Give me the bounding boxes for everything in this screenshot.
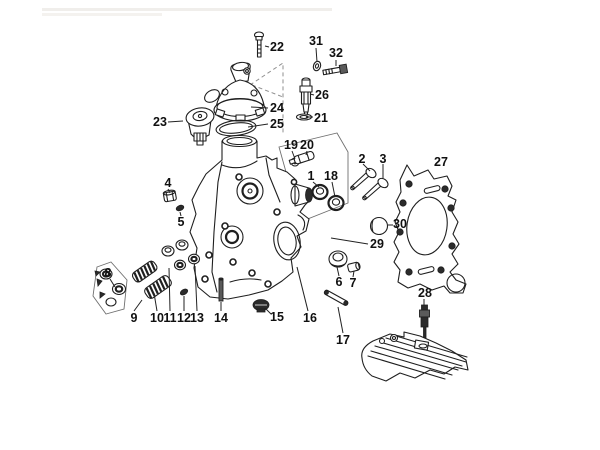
part-1-leader-line <box>312 181 320 188</box>
part-1-number-label: 1 <box>308 169 315 183</box>
part-8-collet-group <box>92 261 128 315</box>
part-23-leader-line <box>167 120 184 123</box>
part-20-plug <box>288 150 315 165</box>
part-4-leader-line <box>167 188 171 194</box>
part-31-washer <box>312 60 322 72</box>
part-24-number-label: 24 <box>270 101 284 115</box>
part-8-number-label: 8 <box>105 266 112 280</box>
part-9-number-label: 9 <box>131 311 138 325</box>
part-2-leader-line <box>362 163 371 172</box>
part-25-number-label: 25 <box>270 117 284 131</box>
part-3-bolt <box>362 177 389 201</box>
part-4-cap <box>162 189 177 203</box>
part-15-plug <box>252 299 270 313</box>
part-27-number-label: 27 <box>434 155 448 169</box>
part-30-cup-plug <box>369 216 389 236</box>
part-17-rod <box>323 289 349 306</box>
part-32-screw <box>322 63 349 76</box>
part-14-number-label: 14 <box>214 311 228 325</box>
part-6-number-label: 6 <box>336 275 343 289</box>
part-11-number-label: 11 <box>163 311 176 325</box>
part-5-number-label: 5 <box>178 215 185 229</box>
part-26-sensor <box>299 77 313 119</box>
part-16-cylinder-head <box>189 134 313 300</box>
part-16-number-label: 16 <box>303 311 317 325</box>
part-10-leader-line <box>153 292 158 312</box>
part-32-number-label: 32 <box>329 46 343 60</box>
part-15-number-label: 15 <box>270 310 284 324</box>
part-31-leader-line <box>315 47 318 63</box>
part-2-number-label: 2 <box>359 152 366 166</box>
part-22-number-label: 22 <box>270 40 284 54</box>
projection-dashed-lines <box>249 62 284 135</box>
part-20-number-label: 20 <box>300 138 314 152</box>
part-21-number-label: 21 <box>314 111 328 125</box>
part-6-leader-line <box>336 266 340 277</box>
part-1-seal <box>311 183 329 201</box>
part-26-leader-line <box>309 93 315 96</box>
part-17-leader-line <box>337 306 344 334</box>
part-24-leader-line <box>250 106 269 109</box>
part-10-number-label: 10 <box>150 311 164 325</box>
part-14-stud <box>218 277 224 302</box>
part-27-head-gasket <box>393 164 467 294</box>
part-30-number-label: 30 <box>393 217 407 231</box>
part-6-plug <box>328 250 348 268</box>
part-26-number-label: 26 <box>315 88 329 102</box>
part-22-bolt <box>253 31 265 58</box>
part-9-leader-line <box>133 299 143 312</box>
part-11-leader-line <box>168 267 171 312</box>
part-13-number-label: 13 <box>190 311 204 325</box>
cylinder-head-cover <box>361 331 469 382</box>
part-15-leader-line <box>264 307 272 315</box>
part-12-number-label: 12 <box>177 311 191 325</box>
part-11-12-13-retainers <box>161 239 201 296</box>
part-10-valve-springs <box>131 260 172 299</box>
part-31-number-label: 31 <box>309 34 323 48</box>
part-28-number-label: 28 <box>418 286 432 300</box>
part-2-bolt <box>350 167 377 191</box>
part-7-bushing <box>347 261 361 273</box>
part-18-leader-line <box>331 181 336 198</box>
part-18-seal <box>327 194 345 212</box>
scan-artifacts <box>42 8 332 16</box>
part-22-leader-line <box>264 45 270 48</box>
part-8-leader-line <box>109 278 116 288</box>
part-4-number-label: 4 <box>165 176 172 190</box>
part-7-leader-line <box>352 270 355 278</box>
part-16-leader-line <box>296 266 309 312</box>
part-29-number-label: 29 <box>370 237 384 251</box>
part-23-number-label: 23 <box>153 115 167 129</box>
part-19-leader-line <box>291 150 296 160</box>
part-5-washer <box>175 204 185 212</box>
part-5-leader-line <box>179 211 182 217</box>
part-18-number-label: 18 <box>324 169 338 183</box>
part-24-thermostat-housing <box>204 61 267 122</box>
part-20-leader-line <box>305 150 308 156</box>
part-23-thermostat <box>185 107 215 146</box>
part-3-number-label: 3 <box>380 152 387 166</box>
part-17-number-label: 17 <box>336 333 350 347</box>
part-13-leader-line <box>194 265 198 312</box>
part-7-number-label: 7 <box>350 276 357 290</box>
part-19-number-label: 19 <box>284 138 298 152</box>
part-29-leader-line <box>330 237 369 245</box>
part-25-leader-line <box>247 123 269 128</box>
